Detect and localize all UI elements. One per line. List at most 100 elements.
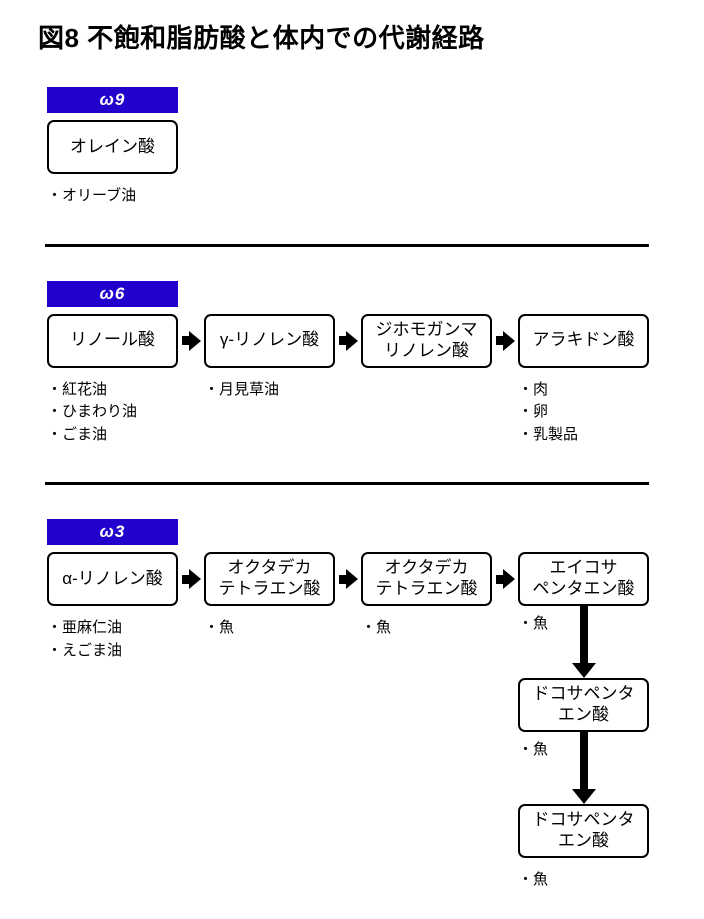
sources-octadecatetraenoic-acid-1: ・魚 xyxy=(204,617,335,640)
arrow-right-icon xyxy=(492,552,518,606)
arrow-down-icon xyxy=(571,732,596,804)
node-linoleic-acid: リノール酸 xyxy=(47,313,178,368)
source-label: ・魚 xyxy=(361,619,392,636)
arrow-head xyxy=(345,569,358,589)
arrow-head xyxy=(502,569,515,589)
node-label: テトラエン酸 xyxy=(218,579,321,598)
arrow-shaft xyxy=(579,732,588,789)
sources-oleic-acid: ・オリーブ油 xyxy=(47,185,178,208)
unit-octadecatetraenoic-acid-1: オクタデカ テトラエン酸 ・魚 xyxy=(204,552,335,640)
source-label: ・紅花油 xyxy=(47,380,108,398)
node-label: ジホモガンマ xyxy=(375,319,478,339)
sources-docosapentaenoic-acid-2: ・魚 xyxy=(518,869,649,892)
arrow-down-icon xyxy=(571,606,596,678)
node-docosapentaenoic-acid-2: ドコサペンタ エン酸 xyxy=(518,804,649,858)
node-alpha-linolenic-acid: α-リノレン酸 xyxy=(47,552,178,606)
node-label: エイコサ xyxy=(549,558,618,578)
unit-octadecatetraenoic-acid-2: オクタデカ テトラエン酸 ・魚 xyxy=(361,552,492,640)
arrow-right-icon xyxy=(335,552,361,606)
node-label: オクタデカ xyxy=(384,558,469,578)
arrow-shaft xyxy=(579,606,588,663)
node-gamma-linolenic-acid: γ-リノレン酸 xyxy=(204,313,335,368)
omega6-badge: ω6 xyxy=(47,280,178,307)
omega3-row: α-リノレン酸 ・亜麻仁油 ・えごま油 オクタデカ テトラエン酸 ・魚 xyxy=(47,552,704,892)
arrow-shaft xyxy=(495,336,503,345)
sources-alpha-linolenic-acid: ・亜麻仁油 ・えごま油 xyxy=(47,617,178,662)
unit-oleic-acid: オレイン酸 ・オリーブ油 xyxy=(47,120,178,208)
node-label: ドコサペンタ xyxy=(532,810,635,830)
sources-arachidonic-acid: ・肉 ・卵 ・乳製品 xyxy=(518,379,649,447)
source-label: ・魚 xyxy=(204,619,235,636)
section-divider xyxy=(45,243,649,247)
section-omega6: ω6 リノール酸 ・紅花油 ・ひまわり油 ・ごま油 γ-リノレン酸 xyxy=(38,280,704,447)
arrow-right-icon xyxy=(178,314,204,368)
node-label: γ-リノレン酸 xyxy=(219,330,320,350)
source-label: ・月見草油 xyxy=(204,380,280,398)
source-label: ・ごま油 xyxy=(47,425,108,443)
node-octadecatetraenoic-acid-2: オクタデカ テトラエン酸 xyxy=(361,552,492,606)
node-dihomo-gamma-linolenic-acid: ジホモガンマ リノレン酸 xyxy=(361,313,492,368)
omega6-badge-label: ω6 xyxy=(99,283,126,303)
arrow-right-icon xyxy=(178,552,204,606)
vertical-link: ・魚 xyxy=(518,606,649,678)
omega9-row: オレイン酸 ・オリーブ油 xyxy=(47,120,704,208)
sources-linoleic-acid: ・紅花油 ・ひまわり油 ・ごま油 xyxy=(47,379,178,447)
source-label: ・えごま油 xyxy=(47,641,123,659)
arrow-shaft xyxy=(338,574,346,584)
source-label: ・肉 xyxy=(518,380,549,398)
omega6-row: リノール酸 ・紅花油 ・ひまわり油 ・ごま油 γ-リノレン酸 ・月見草油 xyxy=(47,313,704,447)
unit-arachidonic-acid: アラキドン酸 ・肉 ・卵 ・乳製品 xyxy=(518,313,649,447)
source-label: ・ひまわり油 xyxy=(47,403,138,420)
arrow-head xyxy=(188,330,201,351)
node-label: リノレン酸 xyxy=(384,340,469,360)
node-arachidonic-acid: アラキドン酸 xyxy=(518,313,649,368)
node-label: オレイン酸 xyxy=(70,136,155,156)
node-label: アラキドン酸 xyxy=(532,330,635,350)
arrow-right-icon xyxy=(335,314,361,368)
node-oleic-acid: オレイン酸 xyxy=(47,120,178,174)
unit-linoleic-acid: リノール酸 ・紅花油 ・ひまわり油 ・ごま油 xyxy=(47,313,178,447)
arrow-shaft xyxy=(181,336,189,345)
omega3-badge-label: ω3 xyxy=(99,522,126,541)
node-label: エン酸 xyxy=(558,831,609,850)
source-label: ・乳製品 xyxy=(518,425,579,443)
section-omega9: ω9 オレイン酸 ・オリーブ油 xyxy=(38,87,704,208)
node-label: α-リノレン酸 xyxy=(62,568,163,588)
node-octadecatetraenoic-acid-1: オクタデカ テトラエン酸 xyxy=(204,552,335,606)
sources-gamma-linolenic-acid: ・月見草油 xyxy=(204,379,335,402)
arrow-head xyxy=(571,789,596,804)
arrow-shaft xyxy=(495,574,503,584)
section-divider xyxy=(45,482,649,485)
arrow-shaft xyxy=(181,574,189,584)
node-label: ドコサペンタ xyxy=(532,684,635,704)
omega9-badge: ω9 xyxy=(47,87,178,113)
source-label: ・卵 xyxy=(518,403,549,420)
vertical-link: ・魚 xyxy=(518,732,649,804)
source-label: ・オリーブ油 xyxy=(47,187,137,204)
node-label: ペンタエン酸 xyxy=(532,579,635,598)
node-label: リノール酸 xyxy=(70,330,155,350)
arrow-right-icon xyxy=(492,314,518,368)
unit-alpha-linolenic-acid: α-リノレン酸 ・亜麻仁油 ・えごま油 xyxy=(47,552,178,662)
sources-eicosapentaenoic-acid: ・魚 xyxy=(518,613,548,636)
omega9-badge-label: ω9 xyxy=(99,90,126,109)
node-label: テトラエン酸 xyxy=(375,579,478,598)
source-label: ・亜麻仁油 xyxy=(47,619,123,636)
arrow-head xyxy=(502,330,515,351)
arrow-head xyxy=(188,569,201,589)
figure-title: 図8 不飽和脂肪酸と体内での代謝経路 xyxy=(38,23,485,53)
source-label: ・魚 xyxy=(518,871,549,888)
sources-octadecatetraenoic-acid-2: ・魚 xyxy=(361,617,492,640)
unit-gamma-linolenic-acid: γ-リノレン酸 ・月見草油 xyxy=(204,313,335,402)
arrow-shaft xyxy=(338,336,346,345)
arrow-head xyxy=(571,663,596,678)
node-docosapentaenoic-acid-1: ドコサペンタ エン酸 xyxy=(518,678,649,732)
node-label: オクタデカ xyxy=(227,558,312,578)
section-omega3: ω3 α-リノレン酸 ・亜麻仁油 ・えごま油 オクタデカ テトラエン酸 xyxy=(38,519,704,892)
node-eicosapentaenoic-acid: エイコサ ペンタエン酸 xyxy=(518,552,649,606)
arrow-head xyxy=(345,330,358,351)
node-label: エン酸 xyxy=(558,705,609,724)
sources-docosapentaenoic-acid-1: ・魚 xyxy=(518,739,548,762)
unit-dihomo-gamma-linolenic-acid: ジホモガンマ リノレン酸 xyxy=(361,313,492,368)
